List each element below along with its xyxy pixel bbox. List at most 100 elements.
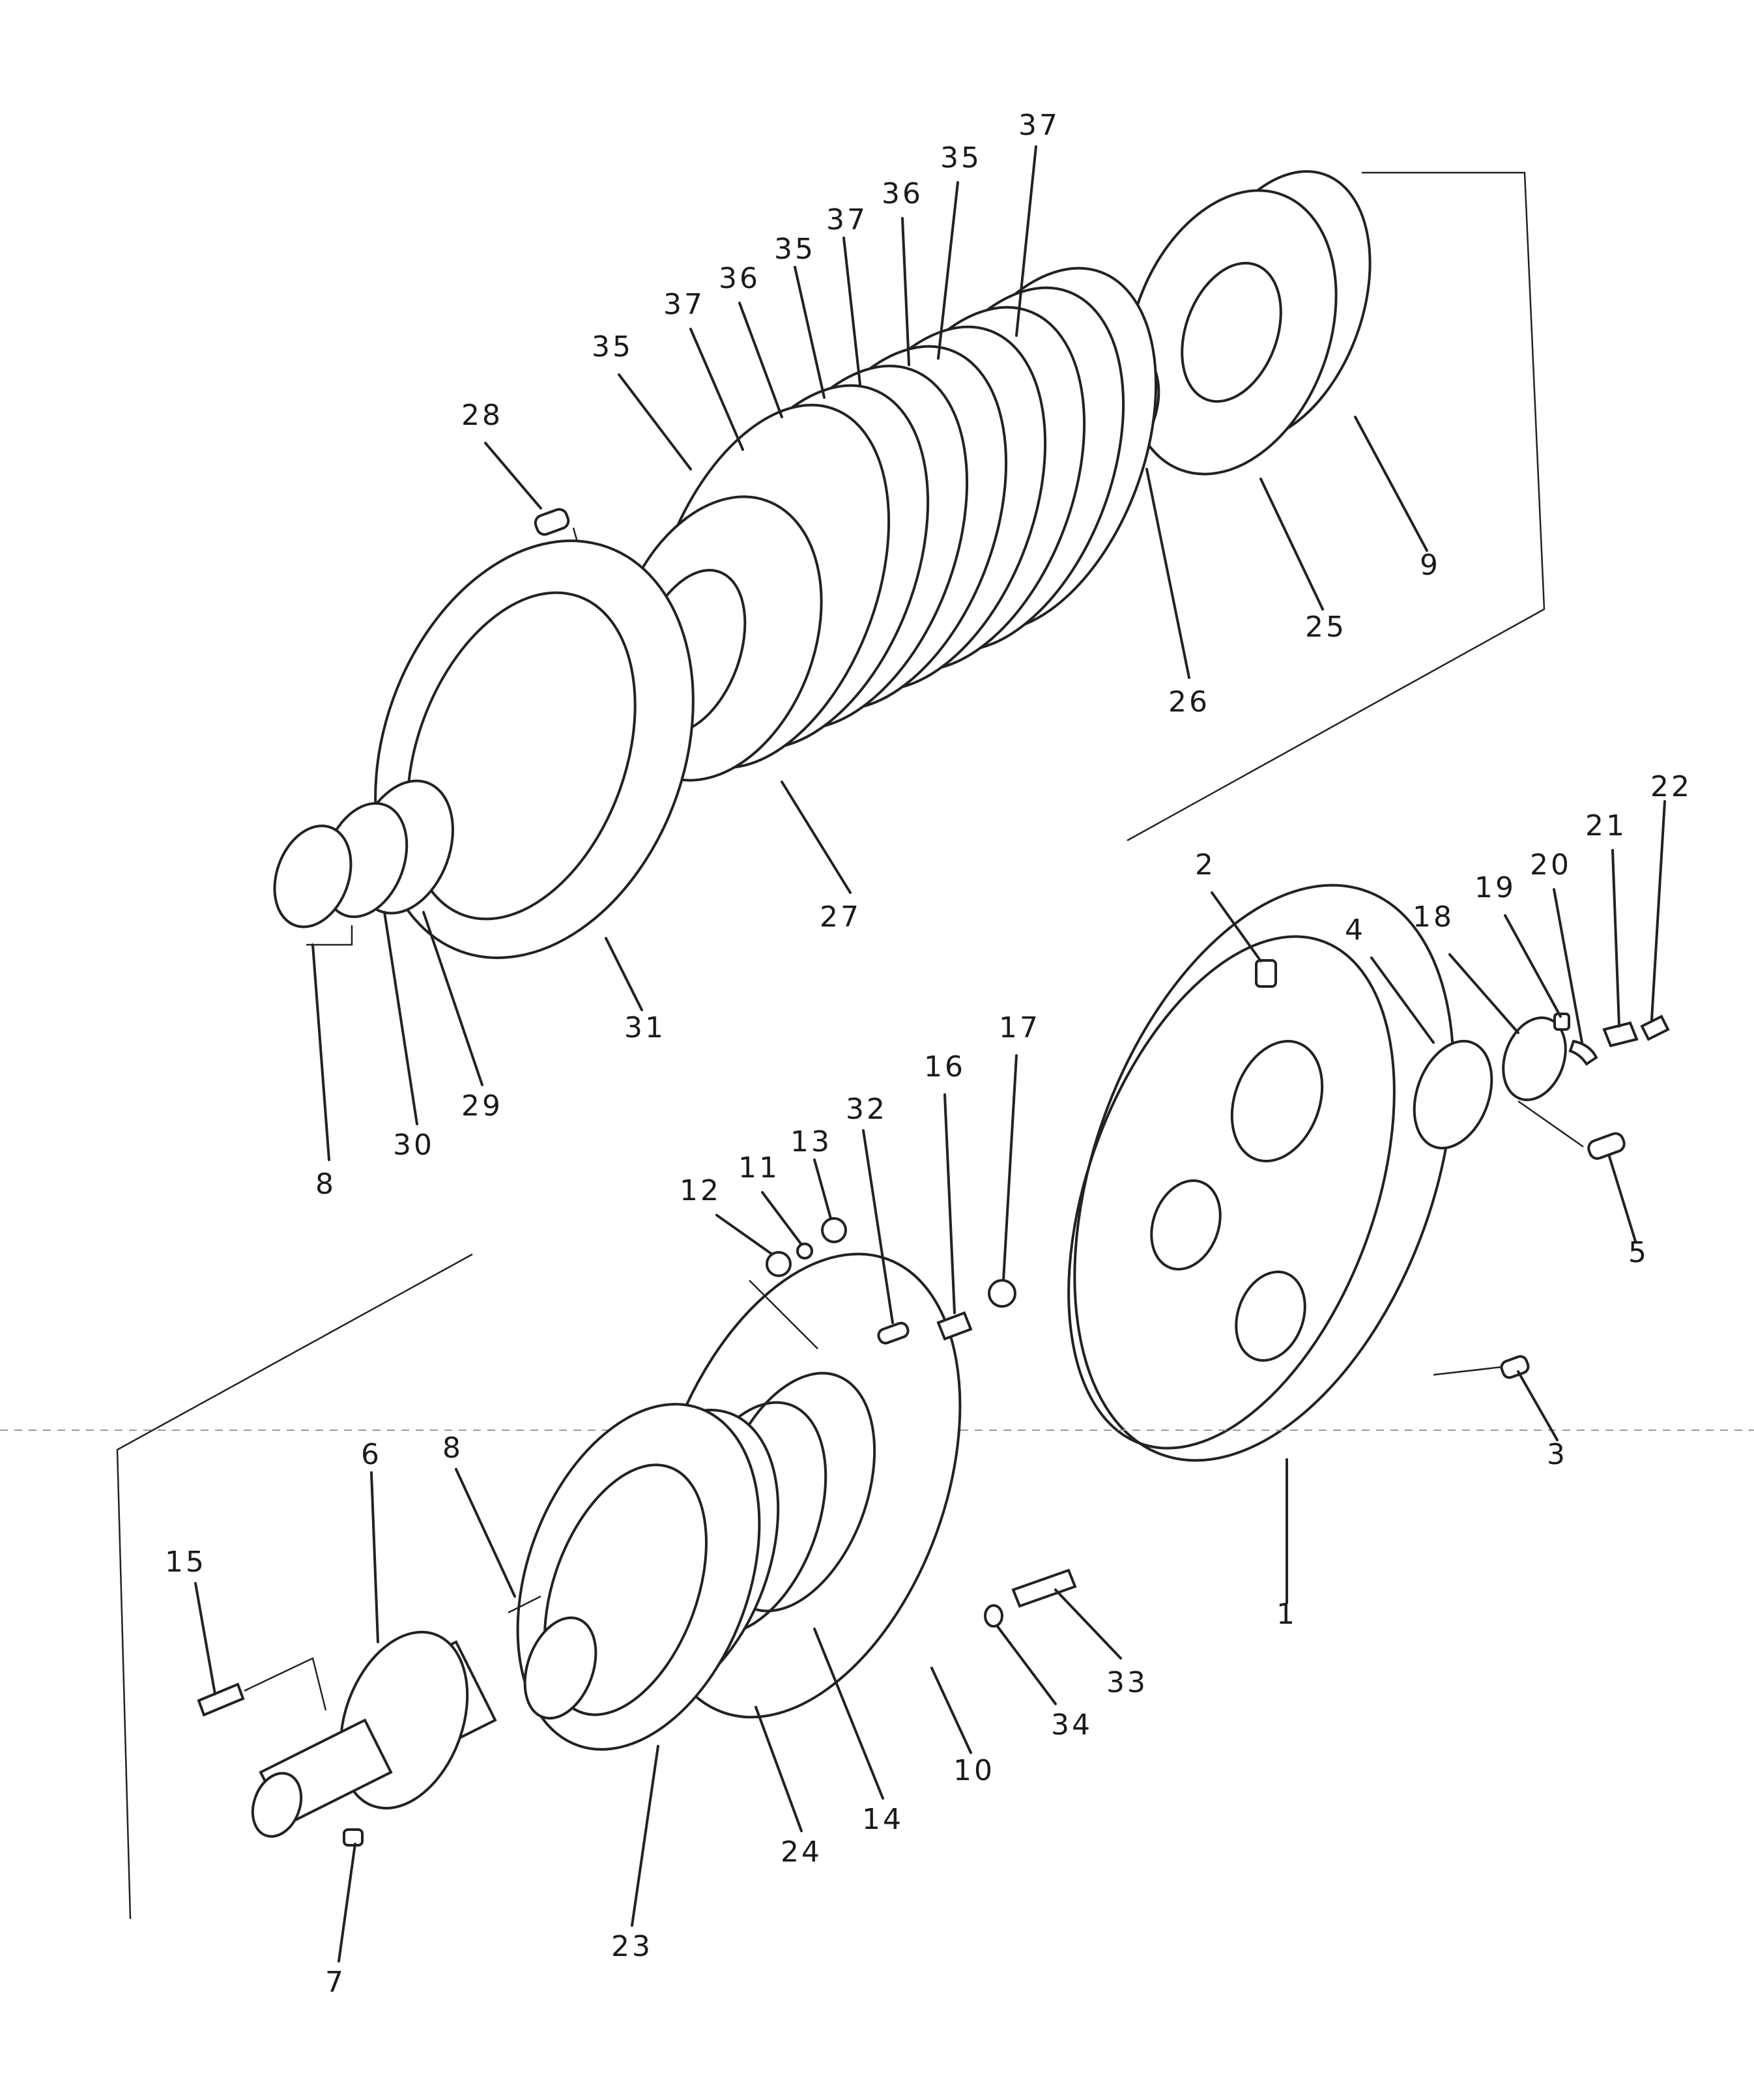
callout-21: 21 [1585,809,1627,842]
callout-19: 19 [1474,871,1516,904]
leader-lines [194,145,1666,1963]
lower-assembly-group [116,1217,1077,1920]
callout-36a: 36 [882,177,923,210]
leader-21 [1611,849,1620,1028]
callout-18: 18 [1413,900,1454,934]
callout-30: 30 [393,1129,435,1162]
leader-25 [1259,478,1324,611]
part-8-seal-ring [273,824,352,928]
callout-35a: 35 [940,141,982,175]
lower-bracket [116,1253,473,1920]
leader-2 [1211,891,1262,962]
callout-35c: 35 [592,330,633,364]
callout-22: 22 [1650,770,1692,803]
part-6-shaft-end [251,1772,303,1838]
part-16-plate [936,1311,973,1341]
callout-33: 33 [1106,1666,1148,1699]
leader-22 [1650,800,1666,1021]
leader-14 [813,1628,884,1800]
housing-group [0,884,1754,1462]
leader-33 [1054,1589,1122,1660]
callout-10: 10 [953,1754,995,1787]
leader-35a [937,181,959,360]
clutch-pack-bracket [1127,171,1546,842]
leader-20 [1553,888,1583,1044]
callout-28: 28 [461,399,503,432]
part-19-screw [1553,1013,1570,1031]
part-34-washer [984,1604,1003,1628]
leader-34 [996,1624,1057,1705]
leader-15 [194,1582,216,1695]
part-8-lower-bracket [508,1595,541,1614]
part-28-pin [534,508,570,536]
callout-3: 3 [1547,1438,1568,1471]
leader-12 [715,1214,773,1256]
leader-4 [1370,957,1435,1044]
part-1-housing-outer [1073,884,1455,1462]
part-23-bore [543,1463,708,1716]
leader-27 [781,781,852,894]
leader-26 [1145,468,1190,679]
leader-36a [901,217,910,366]
part-1-housing-inner [1067,935,1396,1450]
leader-9 [1354,416,1428,552]
callout-26: 26 [1168,685,1210,719]
leader-35b [794,266,826,399]
callout-17: 17 [999,1011,1041,1044]
part-1-bore-left [1150,1179,1222,1271]
callout-25: 25 [1305,611,1347,644]
callout-27: 27 [820,900,861,934]
leader-31 [605,937,643,1011]
part-11-ball [796,1243,813,1259]
callout-37b: 37 [826,203,868,237]
leader-7 [338,1843,356,1963]
part-5-leader-path [1517,1100,1584,1148]
part-3-leader-path [1433,1366,1502,1376]
leader-10 [930,1667,972,1754]
leader-23 [631,1745,659,1927]
part-25-bore [1181,261,1282,403]
leader-5 [1608,1155,1637,1243]
part-8-bracket [306,925,353,946]
callout-20: 20 [1530,848,1572,882]
part-7-plug [343,1828,364,1847]
leader-19 [1504,914,1562,1018]
part-15-leader-path [244,1657,327,1711]
leader-30 [383,911,418,1125]
leader-3 [1517,1370,1559,1441]
callout-4: 4 [1345,913,1366,947]
part-4-bearing [1413,1039,1493,1150]
leader-29 [422,911,483,1086]
leader-37a [1015,145,1037,337]
part-32-pin [877,1321,910,1345]
part-2-plug [1255,959,1277,988]
callout-23: 23 [611,1930,653,1963]
callout-1: 1 [1276,1598,1297,1631]
callout-24: 24 [781,1835,822,1869]
part-31-piston [374,539,695,959]
callout-32: 32 [846,1093,887,1126]
callout-34: 34 [1051,1708,1093,1742]
callout-11: 11 [738,1151,780,1185]
part-17-nut [988,1279,1016,1308]
leader-36b [738,302,783,418]
leader-18 [1448,953,1519,1034]
part-21-plate [1602,1021,1639,1048]
part-15-bolt [197,1682,245,1717]
callout-2: 2 [1195,848,1216,882]
part-1-bore-lower [1235,1271,1306,1362]
part-8-lower-seal [523,1616,597,1720]
callout-14: 14 [862,1803,904,1836]
part-25-plate [1125,189,1338,476]
leader-8b [455,1468,516,1598]
leader-37c [689,328,744,451]
callout-6: 6 [361,1438,382,1471]
part-13-cap [821,1217,847,1243]
leader-8a [311,943,330,1161]
callout-8b: 8 [442,1431,463,1465]
callout-35b: 35 [774,233,816,266]
part-33-bolt [1011,1568,1077,1608]
callout-37c: 37 [663,288,705,321]
leader-11 [761,1191,803,1246]
